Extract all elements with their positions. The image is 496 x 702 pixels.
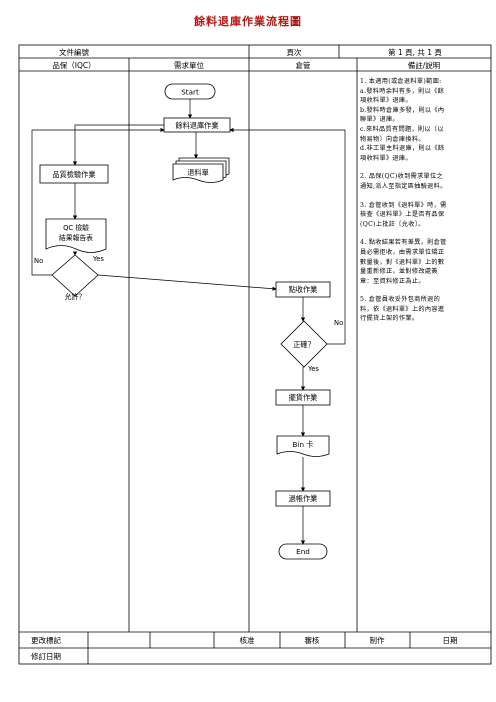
qc-report-doc — [45, 218, 107, 253]
note-1: 1. 本適用(或倉退料單)範圍: a.發料時余料有多，則以《餘 項收料單》退庫。… — [360, 78, 445, 162]
bin-card-label: Bin 卡 — [293, 440, 314, 449]
correct-decision — [280, 320, 328, 368]
shelve-op-label: 擺貨作業 — [289, 393, 318, 402]
no-label-2: No — [334, 319, 343, 327]
note-3: 3. 倉管收到《退料單》時，需 檢查《退料單》上是否有品保 (QC)上批註〔允收… — [360, 201, 447, 228]
no-label-1: No — [34, 257, 43, 265]
col-header-demand: 需求單位 — [174, 60, 204, 70]
return-slip-label: 退料單 — [187, 168, 209, 177]
doc-no-label: 文件編號 — [59, 47, 89, 57]
allowed-decision — [51, 254, 99, 297]
post-op-label: 過帳作業 — [289, 494, 318, 503]
page-label: 頁次 — [287, 47, 302, 57]
correct-label: 正確？ — [293, 340, 315, 349]
end-label: End — [296, 547, 310, 556]
make-label: 制作 — [370, 635, 385, 645]
change-mark-label: 更改標記 — [31, 635, 61, 645]
start-label: Start — [181, 88, 199, 97]
remarks-notes: 1. 本適用(或倉退料單)範圍: a.發料時余料有多，則以《餘 項收料單》退庫。… — [360, 77, 491, 333]
page-value: 第 1 頁, 共 1 頁 — [388, 47, 442, 57]
qc-report-line1: QC 檢驗 — [63, 223, 89, 232]
revise-date-label: 修訂日期 — [31, 651, 61, 661]
page-title: 餘料退庫作業流程圖 — [194, 15, 302, 28]
date-label: 日期 — [443, 636, 458, 645]
yes-label-1: Yes — [92, 255, 104, 263]
return-slip-doc — [172, 157, 230, 183]
qc-op-label: 品質檢驗作業 — [52, 170, 95, 179]
yes-label-2: Yes — [307, 365, 319, 373]
allowed-label: 允許？ — [65, 292, 86, 301]
bin-card-doc — [276, 435, 330, 457]
approve-label: 核准 — [240, 635, 255, 645]
form-table — [18, 44, 492, 665]
receive-op-label: 點收作業 — [289, 285, 318, 294]
note-4: 4. 點收結果若有差異，則倉管 員必需拒收，由需求單位矯正 數量後，對《退料單》… — [360, 239, 447, 285]
col-header-qc: 品保（IQC） — [52, 61, 95, 70]
note-5: 5. 倉管員收妥外包商所退的 料，依《退料單》上的內容進 行擺貨上架的作業。 — [360, 296, 445, 323]
col-header-remarks: 備註/說明 — [408, 60, 441, 70]
col-header-warehouse: 倉管 — [296, 60, 311, 70]
return-op-label: 餘料退庫作業 — [175, 121, 218, 130]
note-2: 2. 品保(QC)收到需求單位之 通知,派人至指定區抽驗退料。 — [360, 173, 447, 190]
flow-connectors — [31, 99, 346, 545]
qc-report-line2: 結果報告表 — [59, 233, 93, 242]
review-label: 審核 — [305, 635, 320, 645]
